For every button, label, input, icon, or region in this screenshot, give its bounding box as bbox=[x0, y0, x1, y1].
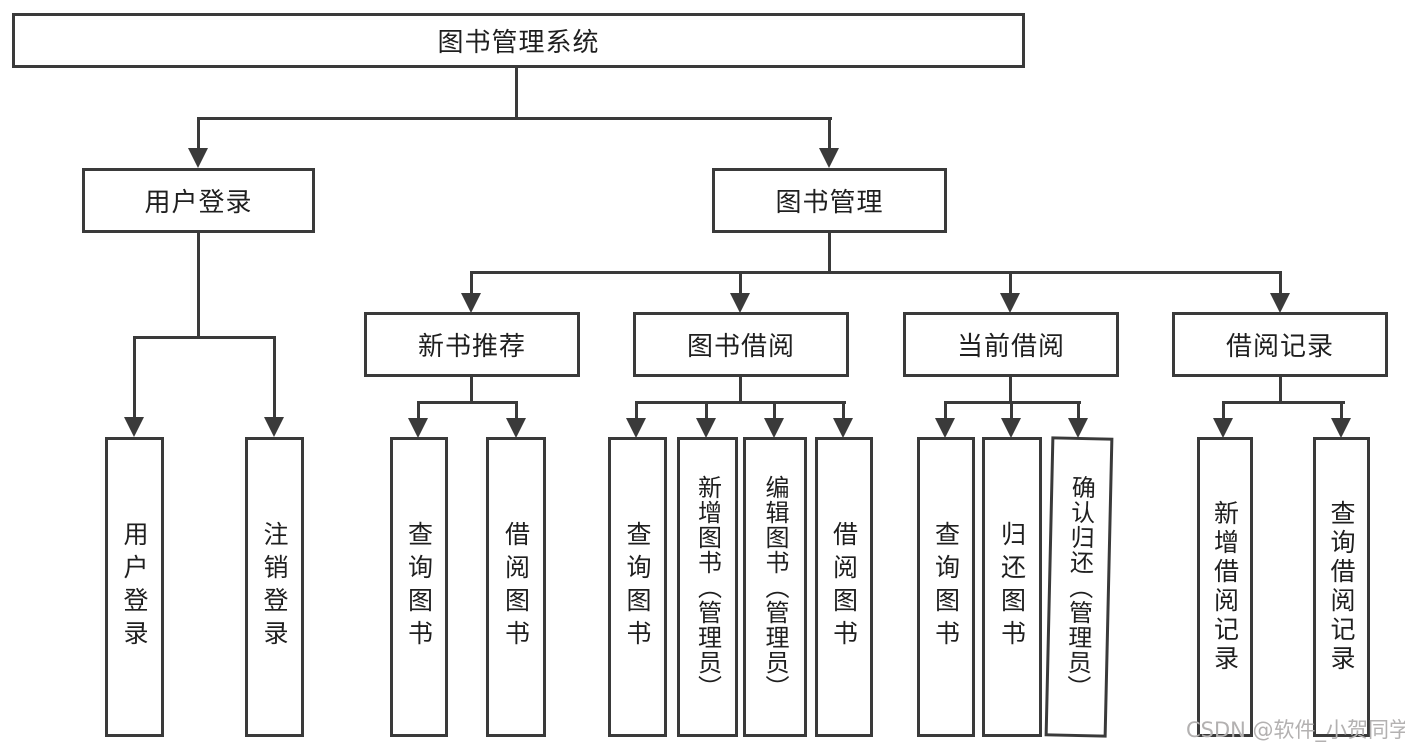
connector-line bbox=[739, 271, 742, 296]
connector-line bbox=[1009, 377, 1012, 404]
node-book-borrow: 图书借阅 bbox=[633, 312, 849, 377]
arrow-down-icon bbox=[124, 417, 144, 437]
leaf-add-book-admin-label: 新增图书（管理员） bbox=[693, 474, 722, 700]
arrow-down-icon bbox=[1001, 418, 1021, 438]
csdn-watermark: CSDN @软件_小贺同学 bbox=[1186, 718, 1405, 742]
connector-line bbox=[828, 233, 831, 274]
connector-line bbox=[1279, 377, 1282, 404]
connector-line bbox=[417, 401, 420, 421]
leaf-borrow-query-book-label: 查询图书 bbox=[623, 521, 652, 653]
arrow-down-icon bbox=[1270, 293, 1290, 313]
leaf-borrow-query-book: 查询图书 bbox=[608, 437, 667, 737]
leaf-borrow-book-label: 借阅图书 bbox=[829, 521, 859, 653]
arrow-down-icon bbox=[935, 418, 955, 438]
arrow-down-icon bbox=[833, 418, 853, 438]
connector-line bbox=[773, 401, 776, 421]
node-book-management: 图书管理 bbox=[712, 168, 947, 233]
arrow-down-icon bbox=[1331, 418, 1351, 438]
leaf-query-borrow-record-label: 查询借阅记录 bbox=[1327, 500, 1356, 674]
leaf-recommend-query-book: 查询图书 bbox=[390, 437, 448, 737]
node-current-borrow-label: 当前借阅 bbox=[956, 332, 1065, 362]
leaf-recommend-query-book-label: 查询图书 bbox=[404, 521, 434, 653]
connector-line bbox=[705, 401, 708, 421]
arrow-down-icon bbox=[730, 293, 750, 313]
leaf-logout-label: 注销登录 bbox=[260, 521, 289, 653]
leaf-current-query-book-label: 查询图书 bbox=[931, 521, 961, 653]
leaf-current-query-book: 查询图书 bbox=[917, 437, 975, 737]
leaf-edit-book-admin: 编辑图书（管理员） bbox=[743, 437, 807, 737]
node-current-borrow: 当前借阅 bbox=[903, 312, 1119, 377]
connector-line bbox=[470, 271, 473, 296]
connector-line bbox=[1340, 401, 1343, 421]
connector-line bbox=[944, 401, 947, 421]
connector-line bbox=[1010, 401, 1013, 421]
arrow-down-icon bbox=[264, 417, 284, 437]
connector-line bbox=[133, 336, 276, 339]
connector-line bbox=[515, 401, 518, 421]
leaf-return-book-label: 归还图书 bbox=[997, 521, 1027, 653]
arrow-down-icon bbox=[408, 418, 428, 438]
node-root: 图书管理系统 bbox=[12, 13, 1025, 68]
leaf-edit-book-admin-label: 编辑图书（管理员） bbox=[761, 474, 789, 700]
arrow-down-icon bbox=[764, 418, 784, 438]
leaf-query-borrow-record: 查询借阅记录 bbox=[1313, 437, 1370, 737]
arrow-down-icon bbox=[696, 418, 716, 438]
leaf-add-borrow-record-label: 新增借阅记录 bbox=[1210, 500, 1240, 674]
node-borrow-records: 借阅记录 bbox=[1172, 312, 1388, 377]
connector-line bbox=[197, 117, 200, 152]
leaf-return-book: 归还图书 bbox=[982, 437, 1042, 737]
node-root-label: 图书管理系统 bbox=[437, 28, 600, 58]
arrow-down-icon bbox=[188, 148, 208, 168]
node-borrow-records-label: 借阅记录 bbox=[1225, 332, 1334, 362]
connector-line bbox=[635, 401, 638, 421]
leaf-confirm-return-admin-label: 确认归还（管理员） bbox=[1062, 474, 1096, 700]
connector-line bbox=[1222, 401, 1345, 404]
arrow-down-icon bbox=[626, 418, 646, 438]
node-book-management-label: 图书管理 bbox=[775, 188, 884, 218]
connector-line bbox=[828, 117, 831, 152]
connector-line bbox=[515, 68, 518, 119]
connector-line bbox=[197, 233, 200, 339]
leaf-borrow-book: 借阅图书 bbox=[815, 437, 873, 737]
leaf-confirm-return-admin: 确认归还（管理员） bbox=[1044, 436, 1114, 738]
arrow-down-icon bbox=[461, 293, 481, 313]
arrow-down-icon bbox=[1213, 418, 1233, 438]
connector-line bbox=[470, 377, 473, 404]
connector-line bbox=[842, 401, 845, 421]
connector-line bbox=[417, 401, 518, 404]
leaf-user-login-label: 用户登录 bbox=[120, 521, 149, 653]
leaf-recommend-borrow-book-label: 借阅图书 bbox=[501, 521, 531, 653]
connector-line bbox=[1077, 401, 1080, 421]
leaf-recommend-borrow-book: 借阅图书 bbox=[486, 437, 546, 737]
node-new-book-recommend: 新书推荐 bbox=[364, 312, 580, 377]
connector-line bbox=[1222, 401, 1225, 421]
node-user-login-label: 用户登录 bbox=[144, 188, 253, 218]
arrow-down-icon bbox=[506, 418, 526, 438]
arrow-down-icon bbox=[819, 148, 839, 168]
arrow-down-icon bbox=[1000, 293, 1020, 313]
arrow-down-icon bbox=[1068, 418, 1088, 438]
node-user-login: 用户登录 bbox=[82, 168, 315, 233]
leaf-logout: 注销登录 bbox=[245, 437, 304, 737]
connector-line bbox=[1279, 271, 1282, 296]
leaf-user-login: 用户登录 bbox=[105, 437, 164, 737]
connector-line bbox=[739, 377, 742, 404]
connector-line bbox=[133, 336, 136, 420]
connector-line bbox=[635, 401, 846, 404]
connector-line bbox=[273, 336, 276, 420]
leaf-add-book-admin: 新增图书（管理员） bbox=[677, 437, 738, 737]
node-book-borrow-label: 图书借阅 bbox=[686, 332, 795, 362]
leaf-add-borrow-record: 新增借阅记录 bbox=[1197, 437, 1253, 737]
node-new-book-recommend-label: 新书推荐 bbox=[417, 332, 526, 362]
connector-line bbox=[197, 117, 832, 120]
connector-line bbox=[470, 271, 1282, 274]
connector-line bbox=[1009, 271, 1012, 296]
